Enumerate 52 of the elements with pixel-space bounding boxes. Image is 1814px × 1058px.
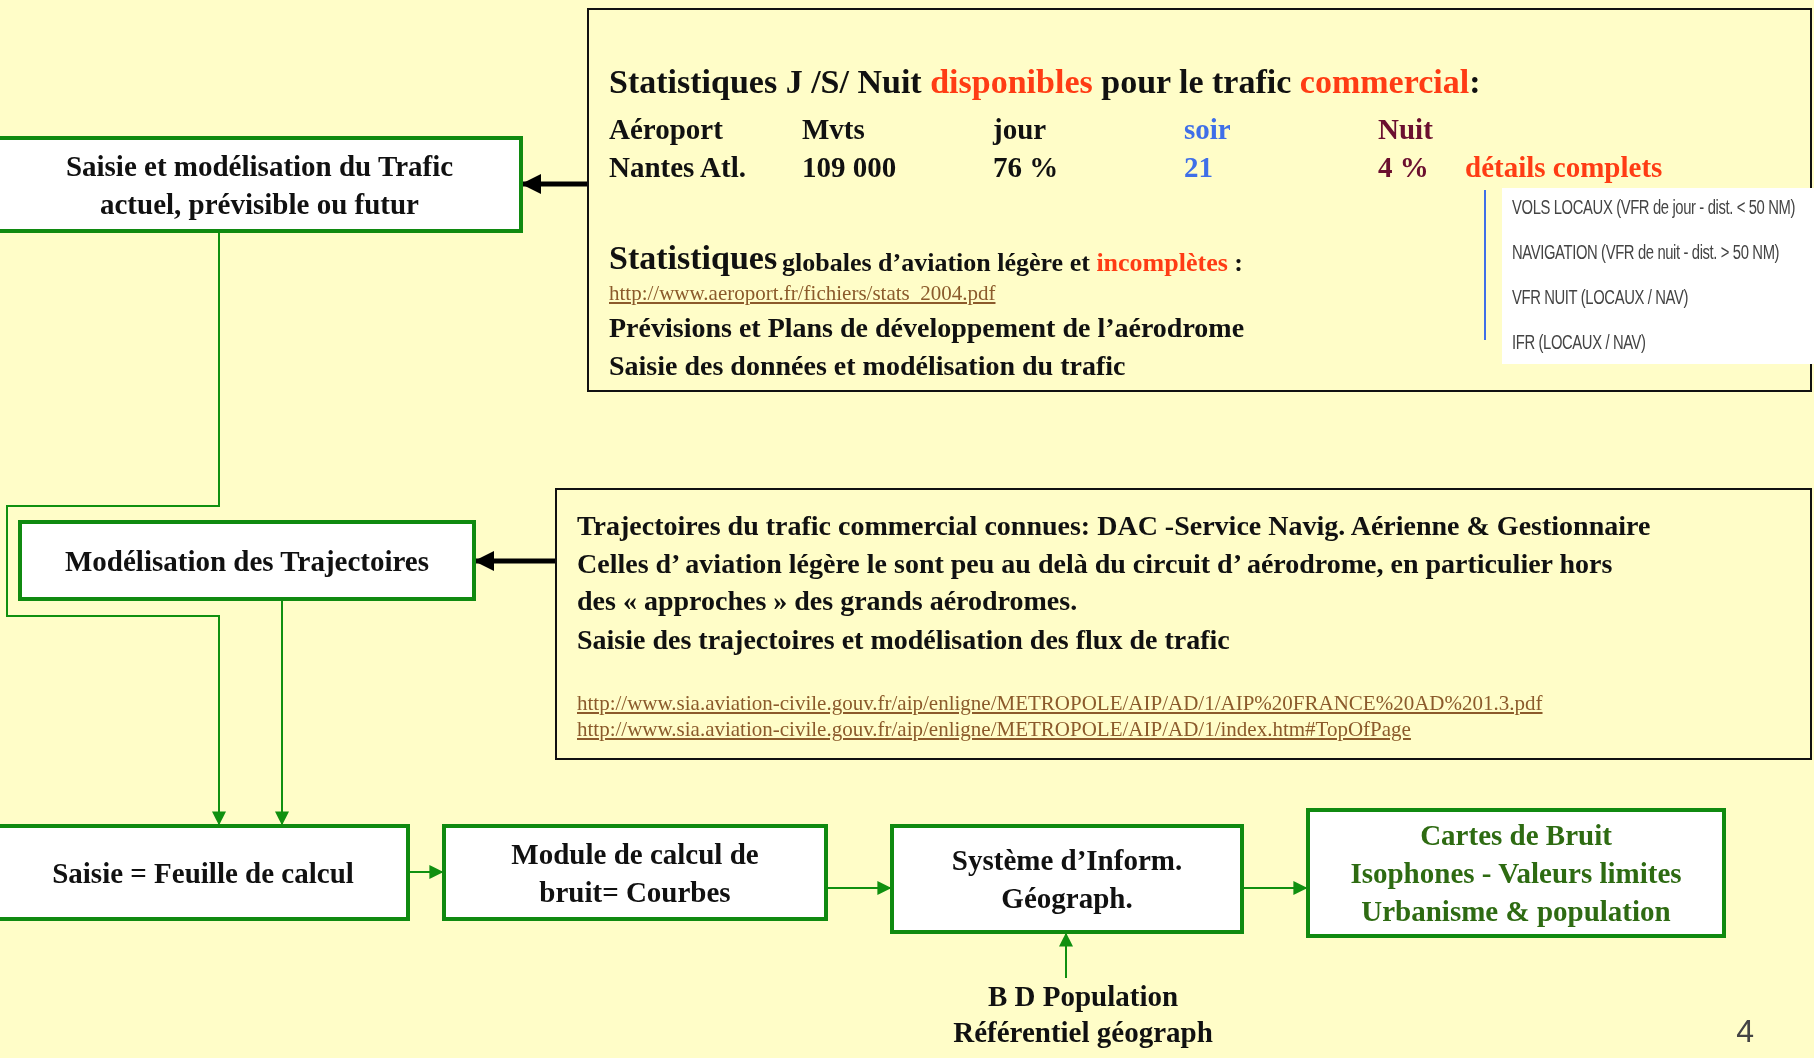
table-cell-text: Nantes Atl. — [609, 150, 746, 185]
subheading-text: globales d’aviation légère et incomplètes : — [782, 247, 1243, 279]
process-box — [0, 136, 523, 233]
table-cell-text: 21 — [1184, 150, 1213, 185]
box-text: Module de calcul de bruit= Courbes — [510, 836, 760, 910]
link-url: http://www.aeroport.fr/fichiers/stats_2004.pdf — [609, 280, 996, 307]
page-number: 4 — [1736, 1013, 1754, 1050]
body-text: Celles d’ aviation légère le sont peu au delà du circuit d’ aérodrome, en particulier hors des « approches » des grands aérodromes. — [577, 547, 1614, 618]
column-header: Aéroport — [609, 112, 723, 147]
process-box — [18, 520, 476, 601]
list-item-text: VOLS LOCAUX (VFR de jour - dist. < 50 NM) — [1512, 196, 1795, 219]
body-text: Saisie des trajectoires et modélisation des flux de trafic — [577, 623, 1230, 657]
table-cell-text: 76 % — [993, 150, 1059, 185]
info-panel — [587, 8, 1812, 392]
box-text: Modélisation des Trajectoires — [64, 543, 430, 579]
table-cell-text: 109 000 — [802, 150, 897, 185]
list-item-text: NAVIGATION (VFR de nuit - dist. > 50 NM) — [1512, 241, 1780, 264]
box-text: Système d’Inform. Géograph. — [950, 843, 1184, 916]
box-text: Isophones - Valeurs limites — [1350, 856, 1682, 891]
box-text: Urbanisme & population — [1361, 894, 1671, 929]
text-heading: Statistiques J /S/ Nuit disponibles pour le trafic commercial: — [609, 62, 1481, 102]
process-box — [0, 824, 410, 921]
arrow — [275, 600, 289, 826]
link-url: http://www.sia.aviation-civile.gouv.fr/aip/enligne/METROPOLE/AIP/AD/1/index.htm#TopOfPage — [577, 716, 1411, 743]
body-text: Saisie des données et modélisation du trafic — [609, 349, 1126, 383]
process-box — [442, 824, 828, 921]
link-text: détails complets — [1465, 150, 1663, 185]
legend-list-panel — [1502, 188, 1814, 364]
process-box — [1306, 808, 1726, 938]
arrow — [827, 881, 892, 895]
link-url: http://www.sia.aviation-civile.gouv.fr/aip/enligne/METROPOLE/AIP/AD/1/AIP%20FRANCE%20AD%201.3.pdf — [577, 690, 1543, 717]
info-panel — [555, 488, 1812, 760]
table-cell-text: 4 % — [1378, 150, 1429, 185]
box-text: Saisie = Feuille de calcul — [52, 855, 354, 891]
column-header: jour — [993, 112, 1047, 147]
arrow — [1059, 932, 1073, 979]
input-source-text: Référentiel géograph — [953, 1015, 1213, 1050]
body-text: Trajectoires du trafic commercial connues: DAC -Service Navig. Aérienne & Gestionnaire — [577, 509, 1651, 543]
process-box — [890, 824, 1244, 934]
column-header: Nuit — [1378, 112, 1433, 147]
list-item-text: IFR (LOCAUX / NAV) — [1512, 331, 1646, 354]
arrow — [6, 232, 226, 826]
column-header: soir — [1184, 112, 1231, 147]
box-text: Saisie et modélisation du Trafic actuel, prévisible ou futur — [64, 148, 455, 222]
column-header: Mvts — [802, 112, 865, 147]
body-text: Prévisions et Plans de développement de l’aérodrome — [609, 311, 1245, 345]
text-heading: Statistiques — [609, 238, 778, 278]
box-text: Cartes de Bruit — [1420, 818, 1612, 853]
list-item-text: VFR NUIT (LOCAUX / NAV) — [1512, 286, 1688, 309]
arrow — [409, 865, 444, 879]
input-source-text: B D Population — [987, 979, 1179, 1014]
arrow — [1243, 881, 1308, 895]
